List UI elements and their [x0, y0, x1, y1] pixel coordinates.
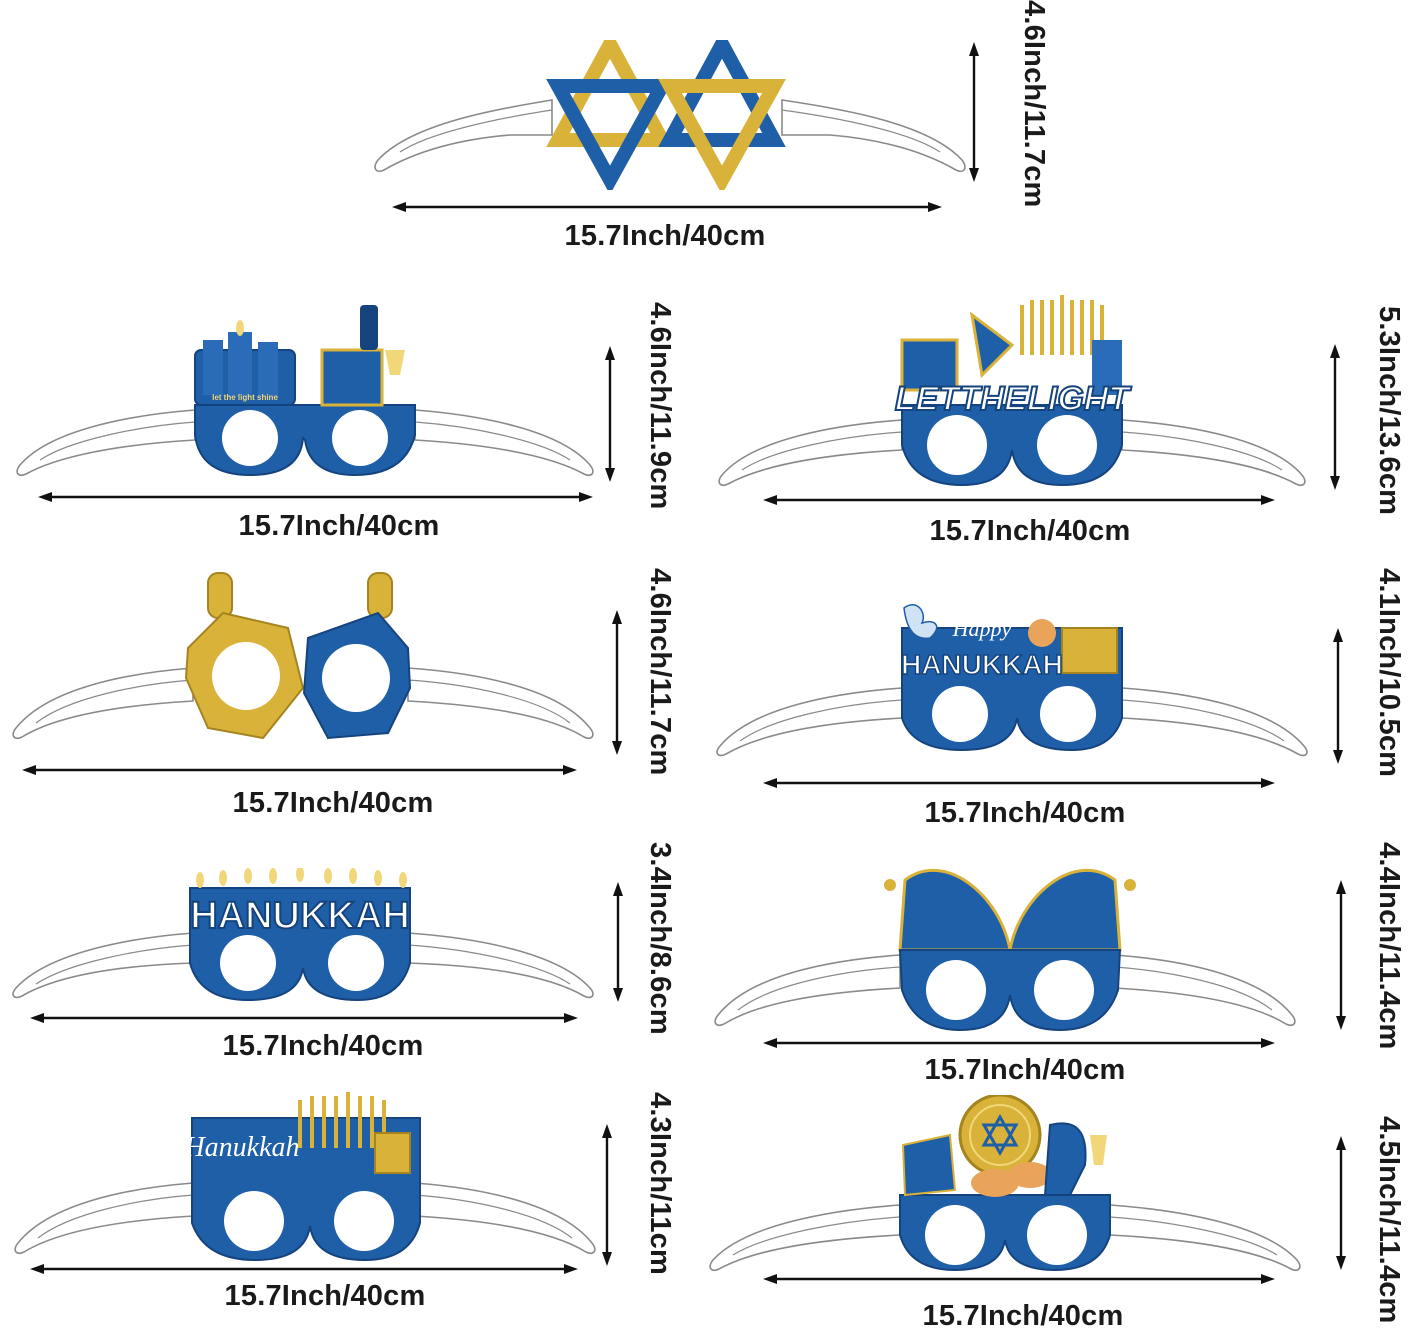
dove-icon: Happy HANUKKAH	[716, 603, 1308, 757]
gelt-coin-icon	[709, 1095, 1301, 1272]
width-arrow	[22, 765, 577, 775]
height-arrow	[1330, 344, 1340, 490]
height-label: 4.1Inch/10.5cm	[1373, 568, 1405, 778]
width-label: 15.7Inch/40cm	[922, 1300, 1124, 1332]
height-arrow	[1336, 1136, 1346, 1270]
height-arrow	[1333, 628, 1343, 764]
width-arrow	[30, 1013, 578, 1023]
candles-wine-icon: let the light shine	[16, 305, 594, 477]
width-label: 15.7Inch/40cm	[238, 510, 440, 542]
glasses-star-of-david	[370, 40, 970, 190]
height-arrow	[602, 1124, 612, 1266]
height-label: 4.3Inch/11cm	[644, 1092, 676, 1275]
art-text-happy: Happy	[952, 616, 1012, 641]
art-text: LETTHELIGHT	[895, 380, 1132, 418]
height-label: 4.6Inch/11.7cm	[644, 568, 676, 776]
height-label: 4.6Inch/11.9cm	[644, 302, 676, 510]
glasses-hanukkah-candles: HANUKKAH	[8, 868, 598, 1008]
height-arrow	[612, 610, 622, 755]
menorah-icon: Hanukkah	[14, 1092, 596, 1262]
art-text: let the light shine	[212, 393, 278, 402]
menorah-icon: LETTHELIGHT	[718, 295, 1306, 487]
glasses-coin-donuts	[705, 1095, 1305, 1275]
height-label: 3.4Inch/8.6cm	[644, 842, 676, 1035]
width-arrow	[392, 202, 942, 212]
height-label: 4.6Inch/11.7cm	[1018, 0, 1050, 208]
width-label: 15.7Inch/40cm	[924, 797, 1126, 829]
width-label: 15.7Inch/40cm	[564, 220, 766, 252]
height-arrow	[605, 346, 615, 482]
glasses-gnome	[710, 855, 1310, 1035]
width-arrow	[763, 1038, 1275, 1048]
width-arrow	[763, 778, 1275, 788]
height-arrow	[969, 42, 979, 182]
dreidel-icon	[12, 572, 594, 740]
art-text-hanukkah: HANUKKAH	[901, 649, 1063, 680]
glasses-hanukkah-script: Hanukkah	[10, 1088, 600, 1263]
height-label: 4.5Inch/11.4cm	[1373, 1116, 1405, 1324]
art-text: Hanukkah	[183, 1132, 299, 1163]
glasses-let-the-light: LETTHELIGHT	[712, 285, 1312, 490]
star-of-david-icon	[374, 40, 966, 190]
glasses-dreidel	[8, 568, 598, 743]
glasses-candles: let the light shine	[10, 300, 600, 480]
height-arrow	[1336, 880, 1346, 1030]
art-text: HANUKKAH	[190, 895, 410, 937]
width-arrow	[38, 492, 593, 502]
width-label: 15.7Inch/40cm	[232, 787, 434, 819]
height-label: 4.4Inch/11.4cm	[1373, 842, 1405, 1050]
glasses-happy-hanukkah: Happy HANUKKAH	[712, 598, 1312, 758]
width-label: 15.7Inch/40cm	[929, 515, 1131, 547]
candle-flames-icon: HANUKKAH	[12, 868, 594, 1002]
width-arrow	[763, 495, 1275, 505]
height-label: 5.3Inch/13.6cm	[1373, 306, 1405, 516]
width-label: 15.7Inch/40cm	[222, 1030, 424, 1062]
width-label: 15.7Inch/40cm	[224, 1280, 426, 1312]
width-arrow	[763, 1274, 1275, 1284]
width-label: 15.7Inch/40cm	[924, 1054, 1126, 1086]
width-arrow	[30, 1264, 578, 1274]
gnome-hat-icon	[714, 868, 1296, 1032]
height-arrow	[613, 882, 623, 1002]
